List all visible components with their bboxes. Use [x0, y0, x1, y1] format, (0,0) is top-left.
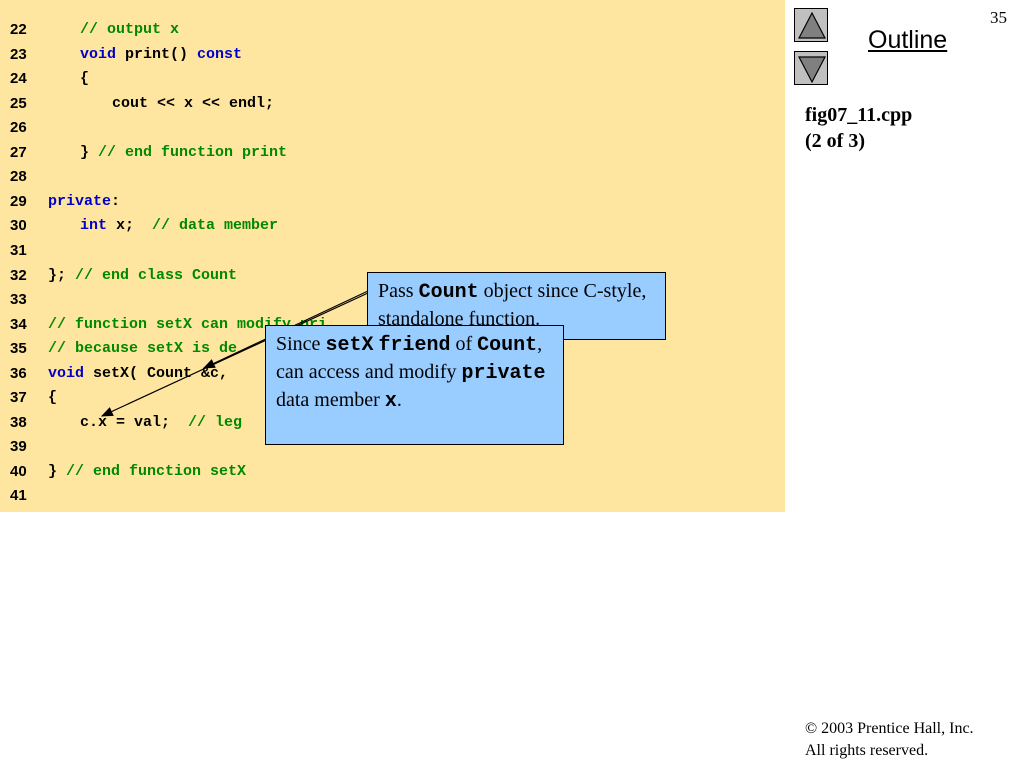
line-number: 33 — [10, 291, 27, 309]
code-text: { — [80, 67, 89, 91]
line-number: 31 — [10, 241, 27, 259]
copyright-notice: © 2003 Prentice Hall, Inc. All rights re… — [805, 718, 974, 762]
figure-part: (2 of 3) — [805, 130, 865, 152]
code-text: void print() const — [80, 43, 242, 67]
code-keyword: void — [48, 364, 85, 382]
line-number: 38 — [10, 413, 27, 431]
figure-caption: fig07_11.cpp (2 of 3) — [805, 102, 912, 154]
next-slide-button[interactable] — [794, 51, 828, 85]
down-triangle-icon — [798, 56, 826, 84]
code-line: 22 // output x — [0, 18, 785, 42]
code-text: c.x = val; // leg — [80, 411, 242, 435]
line-number: 35 — [10, 340, 27, 358]
code-comment: // because setX is de — [48, 340, 238, 358]
code-token: : — [111, 192, 121, 210]
code-line: 37 { — [0, 386, 785, 410]
line-number: 23 — [10, 45, 27, 63]
code-text: { — [48, 386, 57, 410]
page-number: 35 — [990, 8, 1007, 27]
line-number: 28 — [10, 168, 27, 186]
code-comment: // output x — [80, 21, 180, 38]
code-line: 30 int x; // data member — [0, 214, 785, 238]
code-line: 24 { — [0, 67, 785, 91]
line-number: 27 — [10, 143, 27, 161]
previous-slide-button[interactable] — [794, 8, 828, 42]
code-token: } — [80, 143, 99, 161]
line-number: 41 — [10, 487, 27, 505]
code-token: c.x = val; — [80, 413, 189, 431]
code-token: { — [48, 389, 58, 407]
code-comment: // end function setX — [66, 462, 247, 480]
rights-line: All rights reserved. — [805, 742, 929, 759]
code-text: int x; // data member — [80, 214, 278, 238]
code-line: 28 — [0, 165, 785, 189]
code-keyword: const — [197, 45, 243, 63]
code-comment: // end class Count — [75, 266, 238, 284]
code-text: private: — [48, 190, 120, 214]
line-number: 29 — [10, 192, 27, 210]
code-token: } — [48, 462, 67, 480]
line-number: 22 — [10, 21, 27, 38]
line-number: 34 — [10, 315, 27, 333]
code-line: 32}; // end class Count — [0, 264, 785, 288]
code-token: x; — [107, 217, 153, 235]
code-line: 27} // end function print — [0, 141, 785, 165]
code-line: 33 — [0, 288, 785, 312]
code-line: 31 — [0, 239, 785, 263]
code-comment: // leg — [188, 413, 243, 431]
line-number: 24 — [10, 70, 27, 88]
code-comment: // data member — [152, 217, 279, 235]
code-line: 40} // end function setX — [0, 460, 785, 484]
code-line: 29 private: — [0, 190, 785, 214]
callout-setx-friend: Since setX friend of Count, can access a… — [265, 325, 564, 445]
code-line: 39 — [0, 435, 785, 459]
code-token: }; — [48, 266, 76, 284]
line-number: 37 — [10, 389, 27, 407]
code-keyword: private — [48, 192, 112, 210]
code-line: 41 — [0, 484, 785, 508]
line-number: 32 — [10, 266, 27, 284]
code-comment: // end function print — [98, 143, 288, 161]
code-text: void setX( Count &c, — [48, 362, 228, 386]
code-text: cout << x << endl; — [112, 92, 274, 116]
line-number: 26 — [10, 119, 27, 137]
code-token: print() — [116, 45, 198, 63]
code-token: { — [80, 70, 90, 88]
code-line: 38 c.x = val; // leg — [0, 411, 785, 435]
code-keyword: int — [80, 217, 108, 235]
code-text: // output x — [80, 18, 179, 42]
line-number: 30 — [10, 217, 27, 235]
code-line: 23 void print() const — [0, 43, 785, 67]
line-number: 25 — [10, 94, 27, 112]
line-number: 40 — [10, 462, 27, 480]
code-token: cout << x << endl; — [112, 94, 275, 112]
code-text: } // end function setX — [48, 460, 246, 484]
code-keyword: void — [80, 45, 117, 63]
line-number: 39 — [10, 438, 27, 456]
figure-filename: fig07_11.cpp — [805, 104, 913, 126]
code-text: // because setX is de — [48, 337, 237, 361]
line-number: 36 — [10, 364, 27, 382]
copyright-line: © 2003 Prentice Hall, Inc. — [805, 720, 974, 737]
code-text: } // end function print — [80, 141, 287, 165]
code-line: 25 cout << x << endl; — [0, 92, 785, 116]
up-triangle-icon — [798, 11, 826, 39]
code-text: }; // end class Count — [48, 264, 237, 288]
code-line: 26 — [0, 116, 785, 140]
outline-link[interactable]: Outline — [868, 26, 948, 54]
code-token: setX( Count &c, — [84, 364, 229, 382]
